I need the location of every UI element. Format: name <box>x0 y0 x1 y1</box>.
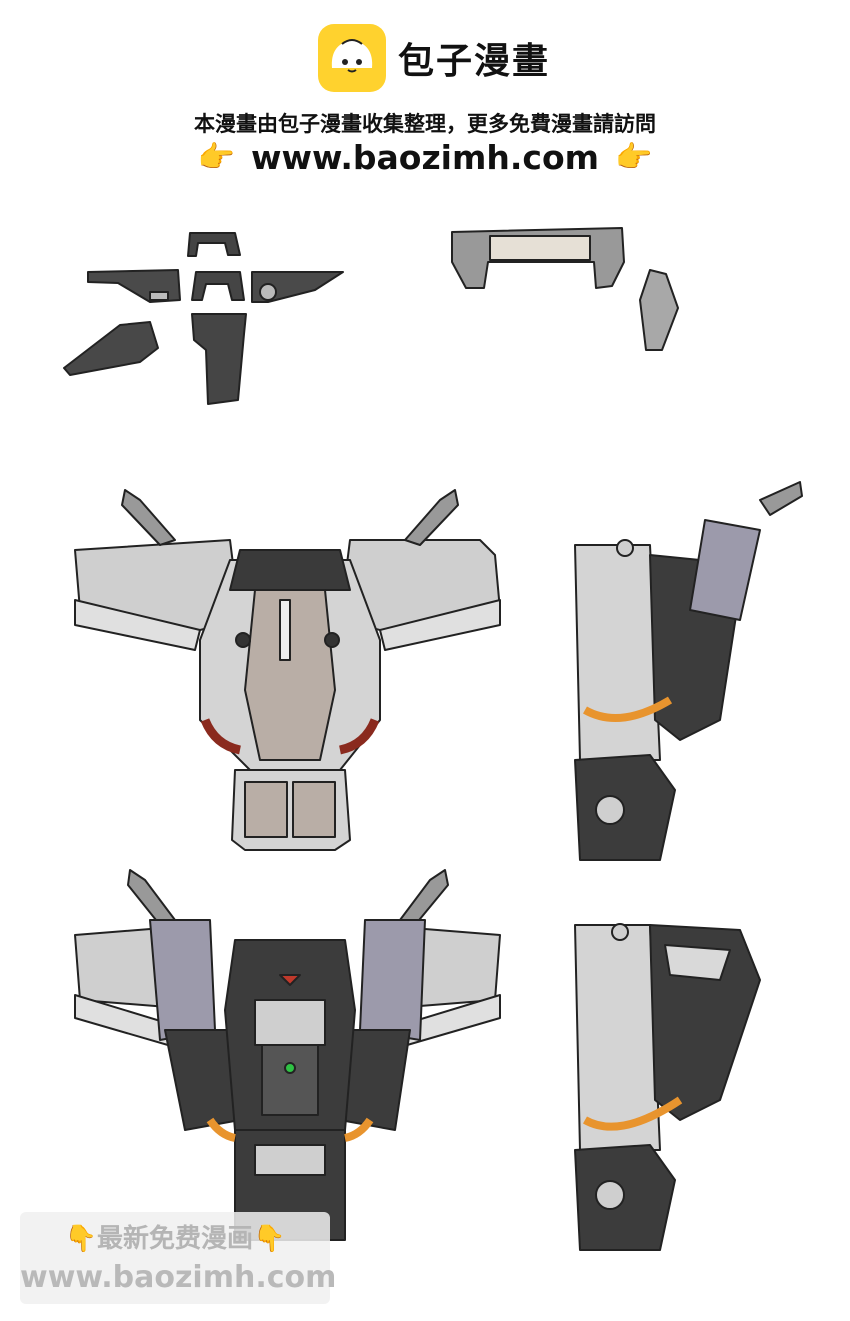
pointing-down-icon: 👇 <box>253 1224 286 1254</box>
brand-title: 包子漫畫 <box>398 41 551 82</box>
backpack-side-view-upper <box>574 481 803 861</box>
parts-group-left <box>63 232 344 405</box>
pointing-down-icon: 👇 <box>64 1224 97 1254</box>
site-header: 包子漫畫 本漫畫由包子漫畫收集整理，更多免費漫畫請訪問 👉 www.baozim… <box>0 0 850 190</box>
parts-group-right <box>451 227 679 351</box>
mecha-backpack-design-sheet <box>63 227 803 1251</box>
pointing-right-icon: 👉 <box>197 139 235 175</box>
backpack-rear-view <box>74 869 501 1241</box>
brand-logo[interactable]: 包子漫畫 <box>318 22 550 94</box>
backpack-side-view-lower <box>574 923 761 1251</box>
site-url-row: 👉 www.baozimh.com 👉 <box>0 138 850 177</box>
site-notice: 本漫畫由包子漫畫收集整理，更多免費漫畫請訪問 <box>194 112 656 136</box>
bun-mascot-icon <box>318 24 386 92</box>
site-url-link[interactable]: www.baozimh.com <box>251 138 599 177</box>
pointing-right-icon: 👉 <box>615 139 653 175</box>
watermark-url: www.baozimh.com <box>20 1260 337 1295</box>
watermark-text: 最新免费漫画 <box>96 1224 253 1254</box>
watermark-badge[interactable]: 👇最新免费漫画👇 www.baozimh.com <box>20 1212 337 1304</box>
backpack-front-view <box>74 489 501 851</box>
watermark-line-1: 👇最新免费漫画👇 <box>20 1218 330 1255</box>
